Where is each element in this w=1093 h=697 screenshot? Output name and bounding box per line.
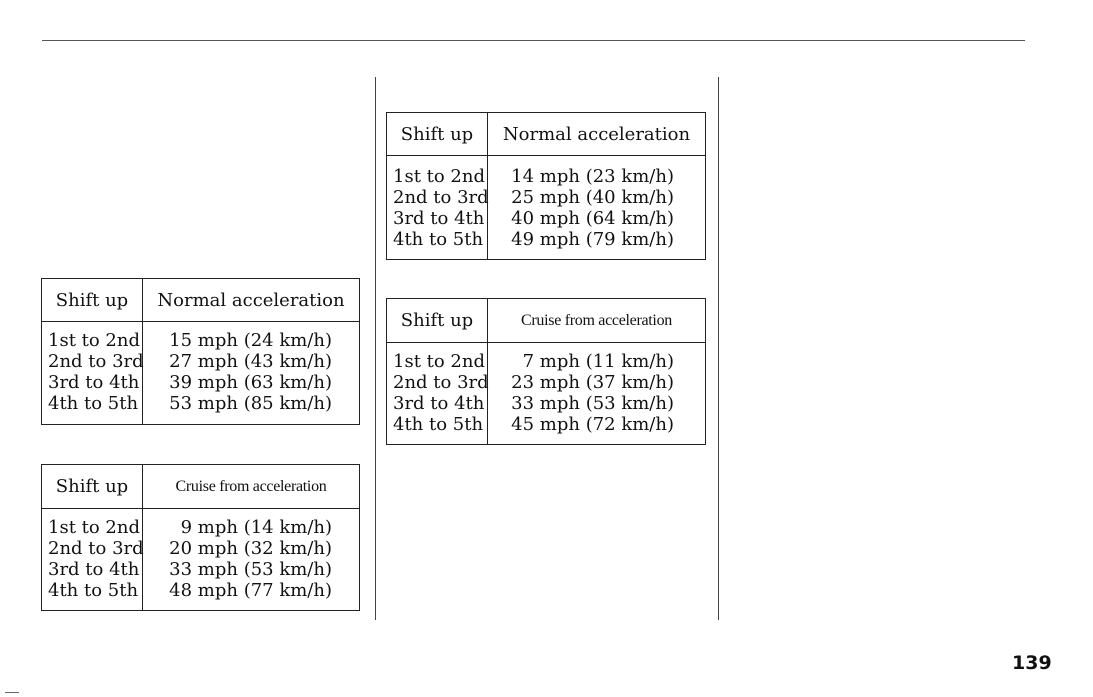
table-row: 1st to 2nd 15 mph (24 km/h) bbox=[42, 330, 359, 351]
table-row: 4th to 5th 48 mph (77 km/h) bbox=[42, 580, 359, 601]
column-divider-left bbox=[375, 77, 376, 620]
speed-cell: 45 mph (72 km/h) bbox=[511, 414, 674, 435]
shift-cell: 4th to 5th bbox=[48, 393, 139, 414]
shift-cell: 1st to 2nd bbox=[393, 166, 486, 187]
corner-mark bbox=[5, 692, 19, 693]
table-column-divider bbox=[487, 113, 488, 259]
table-body: 1st to 2nd 15 mph (24 km/h) 2nd to 3rd 27 … bbox=[42, 330, 359, 414]
shift-cell: 2nd to 3rd bbox=[393, 372, 489, 393]
shift-cell: 3rd to 4th bbox=[393, 393, 485, 414]
page-number: 139 bbox=[1012, 652, 1052, 674]
table-row: 1st to 2nd 9 mph (14 km/h) bbox=[42, 517, 359, 538]
shift-cell: 4th to 5th bbox=[393, 414, 484, 435]
speed-cell: 27 mph (43 km/h) bbox=[169, 351, 332, 372]
col-header-shift: Shift up bbox=[400, 123, 474, 145]
speed-cell: 14 mph (23 km/h) bbox=[511, 166, 674, 187]
table-row: 1st to 2nd 14 mph (23 km/h) bbox=[387, 166, 705, 187]
speed-cell: 53 mph (85 km/h) bbox=[169, 393, 332, 414]
shift-cell: 4th to 5th bbox=[48, 580, 139, 601]
table-row: 1st to 2nd 7 mph (11 km/h) bbox=[387, 351, 705, 372]
speed-cell: 25 mph (40 km/h) bbox=[511, 187, 674, 208]
table-row: 2nd to 3rd 25 mph (40 km/h) bbox=[387, 187, 705, 208]
table-header: Shift up Normal acceleration bbox=[387, 113, 705, 156]
shift-cell: 2nd to 3rd bbox=[48, 538, 144, 559]
table-row: 3rd to 4th 33 mph (53 km/h) bbox=[42, 559, 359, 580]
table-row: 2nd to 3rd 20 mph (32 km/h) bbox=[42, 538, 359, 559]
table-column-divider bbox=[142, 465, 143, 610]
shift-cell: 3rd to 4th bbox=[393, 208, 485, 229]
col-header-speed: Normal acceleration bbox=[157, 289, 345, 311]
speed-cell: 33 mph (53 km/h) bbox=[169, 559, 332, 580]
speed-cell: 48 mph (77 km/h) bbox=[169, 580, 332, 601]
col-header-shift: Shift up bbox=[55, 289, 129, 311]
table-row: 4th to 5th 45 mph (72 km/h) bbox=[387, 414, 705, 435]
shift-cell: 3rd to 4th bbox=[48, 559, 140, 580]
speed-cell: 20 mph (32 km/h) bbox=[169, 538, 332, 559]
table-body: 1st to 2nd 14 mph (23 km/h) 2nd to 3rd 25 … bbox=[387, 166, 705, 250]
col-header-speed: Normal acceleration bbox=[502, 123, 691, 145]
shift-cell: 1st to 2nd bbox=[48, 330, 141, 351]
shift-cell: 1st to 2nd bbox=[48, 517, 141, 538]
speed-cell: 33 mph (53 km/h) bbox=[511, 393, 674, 414]
speed-cell: 39 mph (63 km/h) bbox=[169, 372, 332, 393]
col-header-speed: Cruise from acceleration bbox=[175, 477, 327, 495]
table-row: 2nd to 3rd 27 mph (43 km/h) bbox=[42, 351, 359, 372]
col-header-speed: Cruise from acceleration bbox=[521, 311, 672, 329]
shift-cell: 4th to 5th bbox=[393, 229, 484, 250]
table-row: 2nd to 3rd 23 mph (37 km/h) bbox=[387, 372, 705, 393]
table-header: Shift up Normal acceleration bbox=[42, 279, 359, 322]
table-header: Shift up Cruise from acceleration bbox=[387, 299, 705, 343]
table-body: 1st to 2nd 9 mph (14 km/h) 2nd to 3rd 20 m… bbox=[42, 517, 359, 601]
table-row: 3rd to 4th 40 mph (64 km/h) bbox=[387, 208, 705, 229]
table-column-divider bbox=[487, 299, 488, 444]
speed-cell: 7 mph (11 km/h) bbox=[522, 351, 674, 372]
table-row: 4th to 5th 53 mph (85 km/h) bbox=[42, 393, 359, 414]
col-header-shift: Shift up bbox=[400, 310, 474, 331]
shift-cell: 2nd to 3rd bbox=[393, 187, 489, 208]
shift-table-left-cruise: Shift up Cruise from acceleration 1st to… bbox=[41, 464, 360, 611]
speed-cell: 9 mph (14 km/h) bbox=[180, 517, 332, 538]
table-header: Shift up Cruise from acceleration bbox=[42, 465, 359, 509]
shift-cell: 2nd to 3rd bbox=[48, 351, 144, 372]
header-rule bbox=[42, 40, 1025, 41]
speed-cell: 15 mph (24 km/h) bbox=[169, 330, 332, 351]
table-row: 3rd to 4th 39 mph (63 km/h) bbox=[42, 372, 359, 393]
column-divider-right bbox=[718, 77, 719, 620]
shift-cell: 1st to 2nd bbox=[393, 351, 486, 372]
speed-cell: 23 mph (37 km/h) bbox=[511, 372, 674, 393]
table-column-divider bbox=[142, 279, 143, 424]
speed-cell: 40 mph (64 km/h) bbox=[511, 208, 674, 229]
speed-cell: 49 mph (79 km/h) bbox=[511, 229, 674, 250]
table-row: 4th to 5th 49 mph (79 km/h) bbox=[387, 229, 705, 250]
col-header-shift: Shift up bbox=[55, 476, 129, 497]
shift-cell: 3rd to 4th bbox=[48, 372, 140, 393]
table-body: 1st to 2nd 7 mph (11 km/h) 2nd to 3rd 23 m… bbox=[387, 351, 705, 435]
table-row: 3rd to 4th 33 mph (53 km/h) bbox=[387, 393, 705, 414]
shift-table-middle-cruise: Shift up Cruise from acceleration 1st to… bbox=[386, 298, 706, 445]
